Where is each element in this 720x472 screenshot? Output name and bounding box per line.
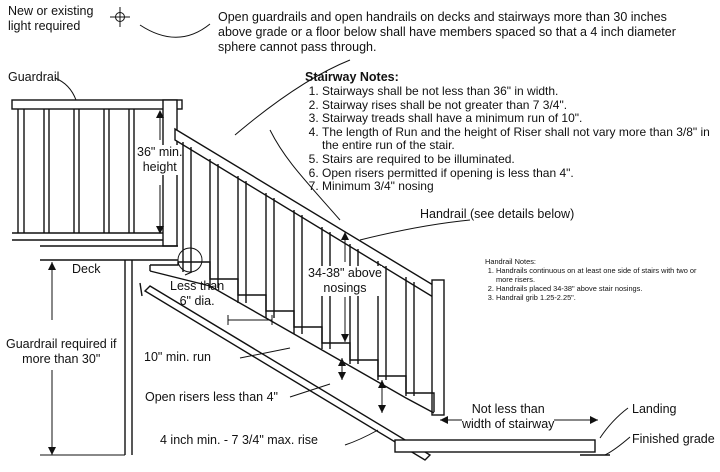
stairway-note: The length of Run and the height of Rise… xyxy=(322,125,715,153)
guardrail-label: Guardrail xyxy=(8,70,60,84)
stairway-note: Stairs are required to be illuminated. xyxy=(322,152,715,167)
stairway-note: Open risers permitted if opening is less… xyxy=(322,166,715,181)
open-guardrails-note: Open guardrails and open handrails on de… xyxy=(218,10,676,54)
handrail-notes-title: Handrail Notes: xyxy=(485,257,536,266)
handrail-note: Handrail grib 1.25-2.25". xyxy=(496,293,700,302)
stairway-note: Stairway rises shall be not greater than… xyxy=(322,98,715,113)
handrail xyxy=(174,127,445,416)
handrail-note: Handrails continuous on at least one sid… xyxy=(496,266,700,284)
landing-label: Landing xyxy=(632,402,677,416)
finished-grade-label: Finished grade xyxy=(632,432,715,446)
deck-label: Deck xyxy=(72,262,101,276)
handrail-label: Handrail (see details below) xyxy=(420,207,575,221)
guardrail-required-label: Guardrail required if more than 30" xyxy=(6,337,117,367)
handrail-note: Handrails placed 34-38" above stair nosi… xyxy=(496,284,700,293)
stair-stringer xyxy=(143,285,432,461)
min-height-label: 36" min. height xyxy=(137,145,183,175)
deck-guardrail xyxy=(11,99,183,241)
light-required-label: New or existing light required xyxy=(8,4,94,33)
sphere-test-circle xyxy=(177,247,203,273)
handrail-notes: Handrail Notes: Handrails continuous on … xyxy=(485,257,700,302)
sphere-label: Less than 6" dia. xyxy=(170,279,225,308)
open-risers-label: Open risers less than 4" xyxy=(145,390,278,404)
landing-width-label: Not less than width of stairway xyxy=(462,402,555,432)
handrail-height-label: 34-38" above nosings xyxy=(308,266,382,296)
stairway-note: Stairway treads shall have a minimum run… xyxy=(322,112,715,126)
light-fixture-icon xyxy=(110,7,130,27)
leader-lines xyxy=(54,23,631,456)
landing xyxy=(394,439,596,453)
deck xyxy=(40,245,178,455)
stairway-notes: Stairway Notes: Stairways shall be not l… xyxy=(305,70,715,194)
min-run-label: 10" min. run xyxy=(144,350,211,364)
rise-label: 4 inch min. - 7 3/4" max. rise xyxy=(160,433,318,447)
stairway-note: Stairways shall be not less than 36" in … xyxy=(322,84,715,99)
stairway-notes-title: Stairway Notes: xyxy=(305,70,399,84)
stairway-note: Minimum 3/4" nosing xyxy=(322,180,715,194)
stair-steps xyxy=(149,261,435,414)
